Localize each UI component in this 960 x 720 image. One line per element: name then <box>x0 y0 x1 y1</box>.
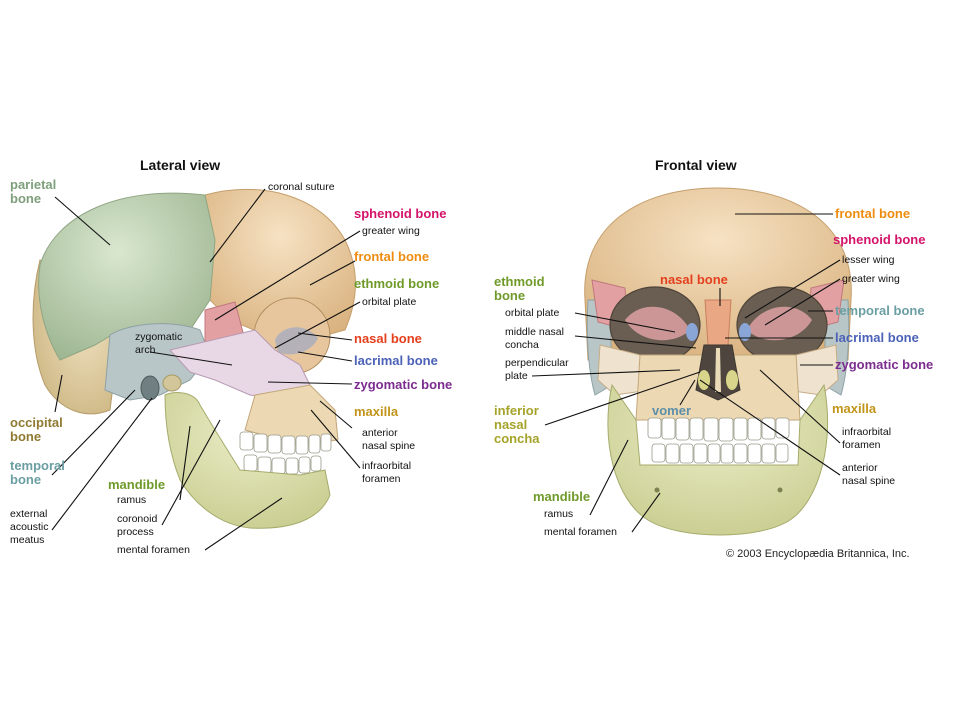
frontal-ramus-label: ramus <box>544 508 574 520</box>
frontal-sphenoid-label: sphenoid bone <box>833 232 926 247</box>
frontal-maxilla-label: maxilla <box>832 401 877 416</box>
frontal-lacrimal-left <box>686 323 698 341</box>
lateral-teeth <box>239 431 332 475</box>
frontal-vomer-label: vomer <box>652 403 692 418</box>
lateral-ramus-label: ramus <box>117 494 147 506</box>
frontal-concha-left <box>698 370 710 390</box>
frontal-skull <box>584 187 852 536</box>
frontal-infraorbital-foramen-label: infraorbital foramen <box>842 426 892 451</box>
lateral-zygomatic-label: zygomatic bone <box>354 377 453 392</box>
frontal-inferior-nasal-concha-label: inferior nasal concha <box>494 403 540 446</box>
frontal-greater-wing-label: greater wing <box>842 273 900 285</box>
frontal-lacrimal-right <box>739 323 751 341</box>
frontal-nasal-label: nasal bone <box>660 272 728 287</box>
frontal-mandible <box>607 383 829 536</box>
frontal-orbital-plate-label: orbital plate <box>505 307 560 319</box>
frontal-concha-right <box>726 370 738 390</box>
lateral-parietal-region <box>38 192 216 361</box>
lateral-view-title: Lateral view <box>140 157 221 173</box>
lateral-sphenoid-label: sphenoid bone <box>354 206 447 221</box>
frontal-mental-foramen-left <box>654 487 660 493</box>
frontal-septum <box>715 348 721 392</box>
lateral-maxilla-label: maxilla <box>354 404 399 419</box>
lateral-temporal-label: temporal bone <box>10 458 65 487</box>
frontal-orbit-right-floor <box>747 306 812 341</box>
frontal-teeth <box>647 417 790 464</box>
lateral-anterior-nasal-spine-label: anterior nasal spine <box>362 427 416 452</box>
frontal-ethmoid-label: ethmoid bone <box>494 274 545 303</box>
frontal-zygomatic-left <box>597 344 651 396</box>
lateral-mental-foramen-label: mental foramen <box>117 544 190 556</box>
lateral-mastoid <box>162 374 182 392</box>
lateral-temporal-region <box>104 323 211 401</box>
frontal-lesser-wing-label: lesser wing <box>842 254 895 266</box>
lateral-ethmoid-label: ethmoid bone <box>354 276 440 291</box>
lateral-lacrimal-label: lacrimal bone <box>354 353 438 368</box>
frontal-frontal-label: frontal bone <box>835 206 911 221</box>
frontal-temporal-label: temporal bone <box>835 303 925 318</box>
lateral-greater-wing-label: greater wing <box>362 225 420 237</box>
lateral-external-acoustic-meatus-label: external acoustic meatus <box>10 508 49 546</box>
lateral-mandible-label: mandible <box>108 477 166 492</box>
frontal-anterior-nasal-spine-label: anterior nasal spine <box>842 462 896 487</box>
lateral-coronal-suture-label: coronal suture <box>268 181 335 193</box>
frontal-zygomatic-label: zygomatic bone <box>835 357 934 372</box>
copyright-notice: © 2003 Encyclopædia Britannica, Inc. <box>726 548 910 560</box>
frontal-mental-foramen-right <box>777 487 783 493</box>
lateral-coronoid-process-label: coronoid process <box>117 513 158 538</box>
lateral-orbital-plate-label: orbital plate <box>362 296 417 308</box>
frontal-mandible-label: mandible <box>533 489 591 504</box>
frontal-perpendicular-plate-label: perpendicular plate <box>505 357 569 382</box>
frontal-zygomatic-right <box>785 344 839 396</box>
lateral-infraorbital-foramen-label: infraorbital foramen <box>362 460 412 485</box>
frontal-middle-nasal-concha-label: middle nasal concha <box>505 326 564 351</box>
leader-lines <box>51 188 841 551</box>
frontal-mental-foramen-label: mental foramen <box>544 526 617 538</box>
lateral-nasal-label: nasal bone <box>354 331 422 346</box>
frontal-lacrimal-label: lacrimal bone <box>835 330 919 345</box>
lateral-parietal-label: parietal bone <box>10 177 57 206</box>
lateral-maxilla-region <box>244 384 339 446</box>
lateral-zygomatic-arch-label: zygomatic arch <box>135 331 183 356</box>
lateral-skull <box>32 188 356 529</box>
lateral-mandible-region <box>164 392 331 529</box>
lateral-ear-canal <box>140 375 160 401</box>
lateral-occipital-label: occipital bone <box>10 415 63 444</box>
lateral-frontal-label: frontal bone <box>354 249 430 264</box>
frontal-view-title: Frontal view <box>655 157 737 173</box>
